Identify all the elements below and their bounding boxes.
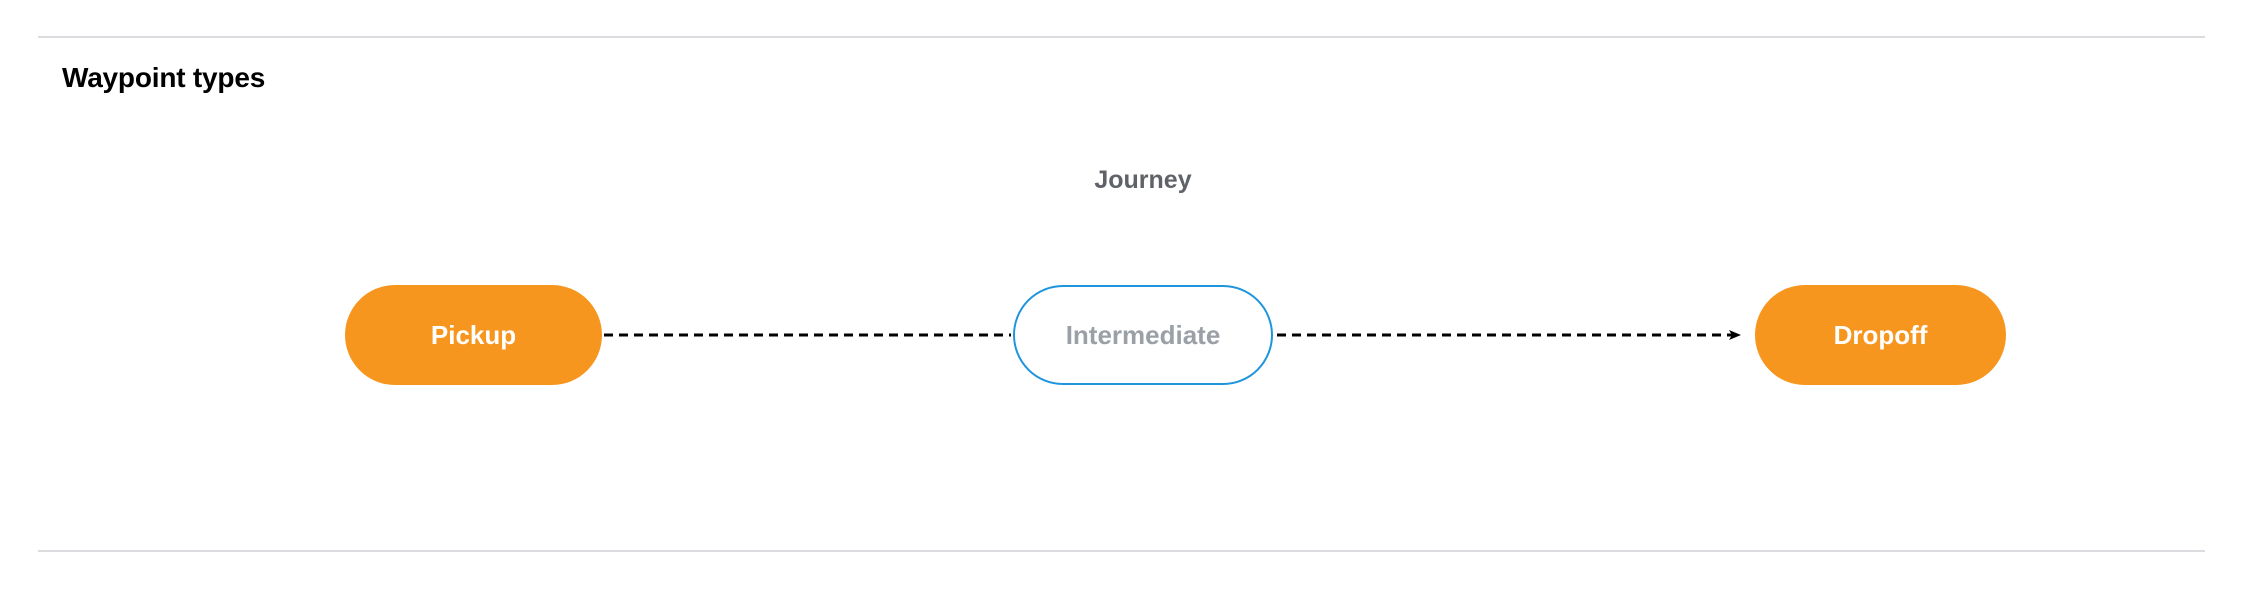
- journey-group-label: Journey: [1094, 166, 1192, 194]
- node-dropoff-label: Dropoff: [1833, 319, 1928, 350]
- node-intermediate-label: Intermediate: [1065, 319, 1221, 350]
- section-divider-bottom: [38, 550, 2205, 552]
- node-dropoff[interactable]: Dropoff: [1755, 285, 2006, 385]
- node-intermediate[interactable]: Intermediate: [1013, 285, 1273, 385]
- node-pickup[interactable]: Pickup: [345, 285, 602, 385]
- section-divider-top: [38, 36, 2205, 38]
- page-title: Waypoint types: [62, 62, 266, 93]
- node-pickup-label: Pickup: [430, 319, 517, 350]
